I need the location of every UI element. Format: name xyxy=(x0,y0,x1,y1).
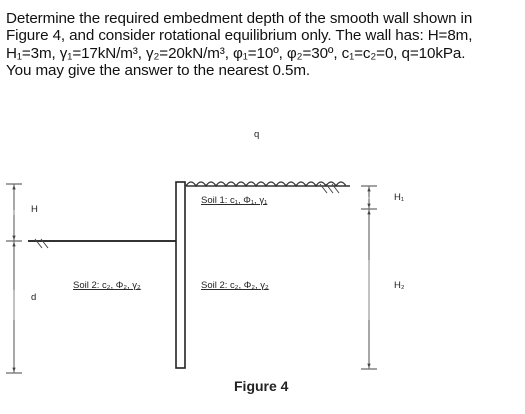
sheet-pile-wall xyxy=(175,181,186,369)
soil1-label: Soil 1: c₁, Φ₁, γ₁ xyxy=(201,195,267,206)
problem-statement: Determine the required embedment depth o… xyxy=(6,10,520,80)
excavation-hatch xyxy=(34,238,49,249)
surcharge-label: q xyxy=(254,129,259,140)
problem-line-3: H₁=3m, γ₁=17kN/m³, γ₂=20kN/m³, φ₁=10º, φ… xyxy=(6,44,466,62)
problem-line-2: Figure 4, and consider rotational equili… xyxy=(6,27,473,45)
dim-label-h: H xyxy=(31,204,38,215)
retained-surface-hatch xyxy=(319,183,340,194)
figure-caption: Figure 4 xyxy=(234,378,289,394)
soil2-left-label: Soil 2: c₂, Φ₂, γ₂ xyxy=(73,280,141,291)
dim-label-d: d xyxy=(31,292,36,303)
dim-label-h1: H₁ xyxy=(394,192,404,203)
problem-line-1: Determine the required embedment depth o… xyxy=(6,10,473,27)
problem-line-4: You may give the answer to the nearest 0… xyxy=(6,62,311,80)
soil2-right-label: Soil 2: c₂, Φ₂, γ₂ xyxy=(201,280,269,291)
dim-label-h2: H₂ xyxy=(394,280,405,291)
